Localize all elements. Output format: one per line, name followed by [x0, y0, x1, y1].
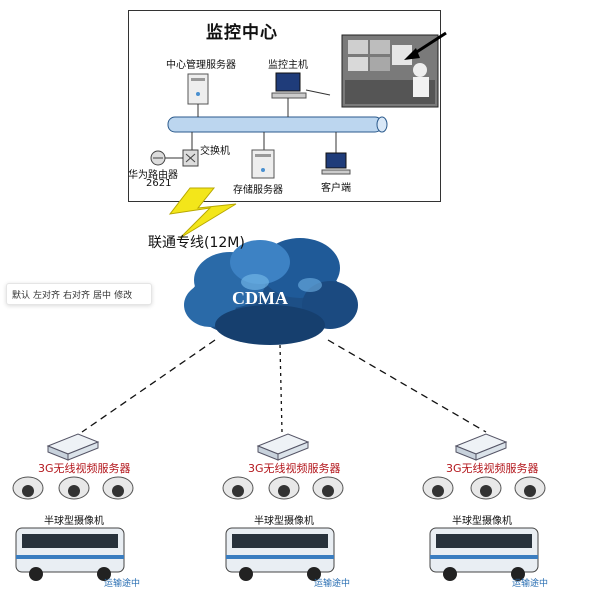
site-1-devices	[12, 433, 134, 581]
mgmt-server-label: 中心管理服务器	[166, 60, 236, 71]
site-3-devices	[422, 433, 546, 581]
camera-icon	[422, 476, 454, 500]
switch-icon	[182, 149, 199, 167]
client-label: 客户端	[321, 183, 351, 194]
camera-icon	[222, 476, 254, 500]
storage-label: 存储服务器	[233, 185, 283, 196]
link-site-3	[327, 339, 487, 433]
link-label: 联通专线(12M)	[148, 235, 245, 251]
camera-icon	[514, 476, 546, 500]
align-right-button[interactable]: 右对齐	[63, 290, 91, 301]
site-2-server-label: 3G无线视频服务器	[248, 462, 341, 475]
site-1-server-label: 3G无线视频服务器	[38, 462, 131, 475]
mgmt-server-icon	[187, 73, 209, 105]
camera-icon	[268, 476, 300, 500]
storage-server-icon	[251, 149, 275, 179]
router-model-label: 2621	[146, 178, 172, 189]
site-2-devices	[222, 433, 344, 581]
site-1-bus-label: 运输途中	[104, 579, 141, 589]
camera-icon	[102, 476, 134, 500]
camera-icon	[470, 476, 502, 500]
pointer-arrow	[411, 31, 447, 57]
lightning-icon	[168, 187, 237, 239]
host-label: 监控主机	[268, 60, 308, 71]
site-2-bus-label: 运输途中	[314, 579, 351, 589]
cloud-label: CDMA	[232, 288, 288, 308]
router-label: 华为路由器	[128, 170, 178, 181]
align-center-button[interactable]: 居中	[93, 290, 112, 301]
site-3-bus-label: 运输途中	[512, 579, 549, 589]
link-site-1	[81, 339, 216, 433]
site-2-camera-label: 半球型摄像机	[254, 516, 314, 527]
control-room-photo	[341, 34, 439, 108]
monitor-host-icon	[271, 72, 331, 99]
site-3-camera-label: 半球型摄像机	[452, 516, 512, 527]
camera-icon	[12, 476, 44, 500]
align-default-button[interactable]: 默认	[12, 290, 31, 301]
site-1-camera-label: 半球型摄像机	[44, 516, 104, 527]
camera-icon	[58, 476, 90, 500]
center-title: 监控中心	[206, 23, 278, 43]
client-icon	[321, 152, 351, 175]
site-3-server-label: 3G无线视频服务器	[446, 462, 539, 475]
router-icon	[150, 150, 166, 166]
cdma-cloud-icon	[184, 238, 358, 345]
backbone-bus	[167, 116, 388, 133]
bus-icon	[225, 527, 335, 581]
align-left-button[interactable]: 左对齐	[33, 290, 61, 301]
bus-icon	[15, 527, 125, 581]
switch-label: 交换机	[200, 146, 230, 157]
camera-icon	[312, 476, 344, 500]
edit-button[interactable]: 修改	[114, 290, 133, 301]
bus-icon	[429, 527, 539, 581]
text-align-toolbar: 默认 左对齐 右对齐 居中 修改	[6, 283, 152, 305]
link-site-2	[279, 344, 283, 433]
